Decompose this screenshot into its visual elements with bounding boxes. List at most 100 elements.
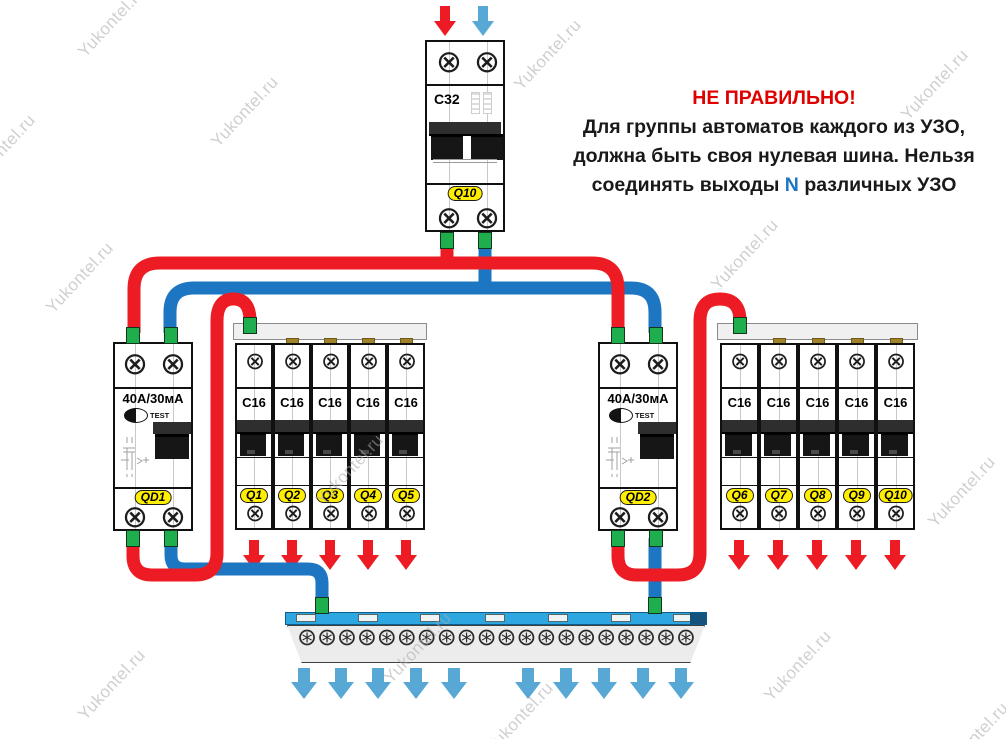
load-arrow-icon xyxy=(884,540,906,570)
bus-screw-icon xyxy=(576,628,595,647)
load-arrow-icon xyxy=(281,540,303,570)
toggle-switch xyxy=(638,422,676,434)
watermark: Yukontel.ru xyxy=(760,626,836,705)
warning-note: НЕ ПРАВИЛЬНО! Для группы автоматов каждо… xyxy=(545,84,1003,200)
breaker-q6: C16 Q6 xyxy=(720,343,759,530)
divider xyxy=(388,457,424,458)
toggle-switch-handle xyxy=(842,432,869,456)
terminal-screw-icon xyxy=(121,504,149,532)
bus-screw-icon xyxy=(357,628,376,647)
neutral-busbar-rail xyxy=(285,612,707,625)
rcd-rating: 40А/30мА xyxy=(607,391,669,406)
bus-screw-icon xyxy=(377,628,396,647)
busbar-clip xyxy=(548,614,568,622)
breaker-label: Q3 xyxy=(315,488,345,503)
terminal-screw-icon xyxy=(885,351,907,373)
divider xyxy=(599,487,677,489)
terminal-screw-icon xyxy=(606,504,634,532)
terminal-screw-icon xyxy=(282,503,304,525)
divider xyxy=(236,457,272,458)
terminal-screw-icon xyxy=(396,351,418,373)
terminal-screw-icon xyxy=(435,205,463,233)
bus-screw-icon xyxy=(476,628,495,647)
terminal-clamp xyxy=(648,597,662,614)
bus-screw-icon xyxy=(516,628,535,647)
breaker-label: Q7 xyxy=(764,488,793,503)
load-arrow-icon xyxy=(806,540,828,570)
rcd-schematic-print xyxy=(606,437,634,477)
terminal-screw-icon xyxy=(396,503,418,525)
load-arrow-icon xyxy=(845,540,867,570)
terminal-screw-icon xyxy=(644,351,672,379)
divider xyxy=(799,485,836,486)
terminal-clamp xyxy=(649,327,663,344)
spec-print xyxy=(483,92,492,114)
load-arrow-icon xyxy=(243,540,265,570)
terminal-clamp xyxy=(164,530,178,547)
divider xyxy=(312,457,348,458)
terminal-screw-icon xyxy=(282,351,304,373)
rcd-rating: 40А/30мА xyxy=(122,391,184,406)
watermark: Yukontel.ru xyxy=(207,72,283,151)
neutral-out-arrow-icon xyxy=(365,668,391,699)
breaker-rating: C16 xyxy=(356,395,380,410)
breaker-q10: C16 Q10 xyxy=(876,343,915,530)
divider xyxy=(838,485,875,486)
load-arrow-icon xyxy=(395,540,417,570)
breaker-rating: C16 xyxy=(766,395,791,410)
divider xyxy=(721,457,758,458)
divider xyxy=(350,387,386,389)
terminal-clamp xyxy=(126,530,140,547)
test-label: TEST xyxy=(635,410,655,420)
terminal-screw-icon xyxy=(473,205,501,233)
breaker-rating: C16 xyxy=(727,395,752,410)
warning-line: соединять выходы N различных УЗО xyxy=(545,171,1003,200)
breaker-rating: C16 xyxy=(280,395,304,410)
toggle-switch-handle xyxy=(431,134,463,160)
breaker-rating: C16 xyxy=(318,395,342,410)
terminal-screw-icon xyxy=(606,351,634,379)
bus-screw-icon xyxy=(337,628,356,647)
terminal-clamp xyxy=(611,530,625,547)
terminal-screw-icon xyxy=(729,503,751,525)
watermark: Yukontel.ru xyxy=(74,645,150,724)
load-arrow-icon xyxy=(319,540,341,570)
breaker-rating: C16 xyxy=(805,395,830,410)
bus-screw-icon xyxy=(297,628,316,647)
main-breaker-rating: C32 xyxy=(434,91,460,107)
toggle-switch-handle xyxy=(240,432,266,456)
terminal-screw-icon xyxy=(435,49,463,77)
breaker-rating: C16 xyxy=(883,395,908,410)
terminal-screw-icon xyxy=(159,504,187,532)
neutral-out-arrow-icon xyxy=(630,668,656,699)
breaker-label: Q10 xyxy=(878,488,913,503)
neutral-out-arrow-icon xyxy=(441,668,467,699)
bus-screw-icon xyxy=(437,628,456,647)
divider xyxy=(236,387,272,389)
terminal-screw-icon xyxy=(320,351,342,373)
terminal-screw-icon xyxy=(807,351,829,373)
busbar-clip xyxy=(485,614,505,622)
bus-screw-icon xyxy=(496,628,515,647)
divider xyxy=(433,159,497,160)
divider xyxy=(274,387,310,389)
load-arrow-icon xyxy=(357,540,379,570)
breaker-label: Q6 xyxy=(725,488,754,503)
terminal-clamp xyxy=(478,232,492,249)
terminal-screw-icon xyxy=(320,503,342,525)
terminal-screw-icon xyxy=(244,351,266,373)
toggle-switch-handle xyxy=(725,432,752,456)
terminal-clamp xyxy=(164,327,178,344)
watermark: Yukontel.ru xyxy=(0,110,40,189)
terminal-clamp xyxy=(733,317,747,334)
toggle-switch xyxy=(153,422,191,434)
bus-screw-icon xyxy=(397,628,416,647)
watermark: Yukontel.ru xyxy=(924,452,1000,531)
phase-input-arrow-icon xyxy=(434,6,456,36)
divider xyxy=(426,84,504,86)
watermark: Yukontel.ru xyxy=(74,0,150,61)
divider xyxy=(760,387,797,389)
busbar-clip xyxy=(358,614,378,622)
busbar-screw-row xyxy=(288,626,704,647)
